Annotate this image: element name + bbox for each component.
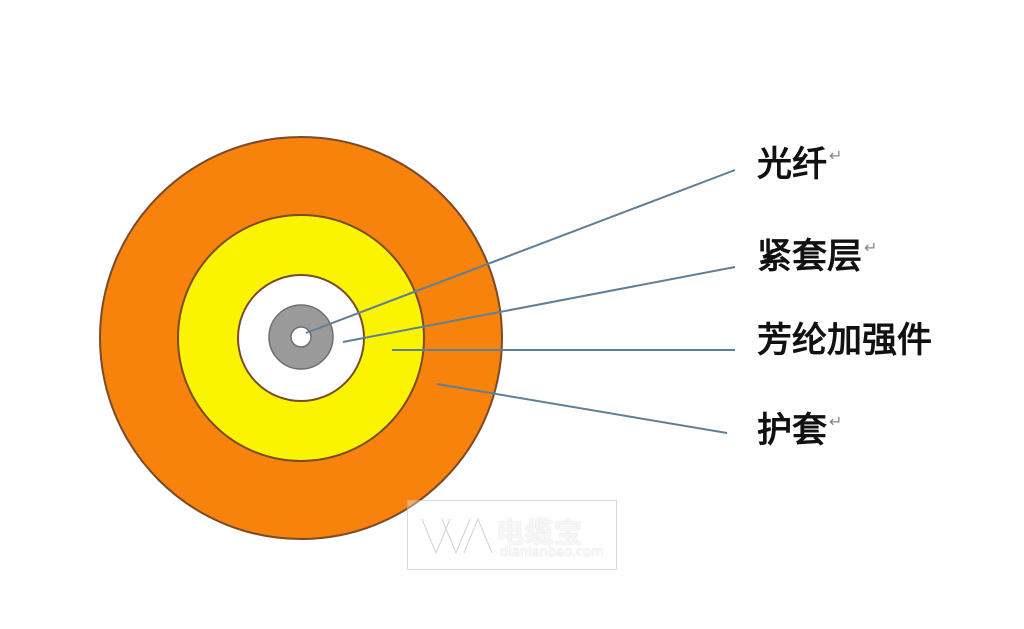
return-mark-icon: ↵ [829, 146, 843, 165]
label-aramid-text: 芳纶加强件 [757, 321, 933, 361]
label-jacket-text: 护套 [757, 411, 828, 451]
watermark-url: dianlanbao.com [500, 545, 604, 560]
leader-line-fiber [305, 169, 736, 334]
label-tight-buffer: 紧套层↵ [757, 240, 877, 275]
label-fiber: 光纤↵ [757, 148, 842, 183]
watermark-logo-icon [417, 514, 497, 558]
leader-line-jacket [436, 383, 728, 434]
fiber-core [290, 326, 312, 348]
return-mark-icon: ↵ [864, 238, 878, 257]
label-fiber-text: 光纤 [757, 145, 828, 185]
leader-line-tight-buffer [342, 266, 736, 343]
return-mark-icon: ↵ [829, 412, 843, 431]
watermark-brand: 电缆宝 [496, 516, 584, 549]
label-tight-buffer-text: 紧套层 [757, 237, 863, 277]
watermark: 电缆宝 dianlanbao.com [407, 500, 617, 570]
label-aramid: 芳纶加强件 [757, 324, 934, 359]
label-jacket: 护套↵ [757, 414, 842, 449]
